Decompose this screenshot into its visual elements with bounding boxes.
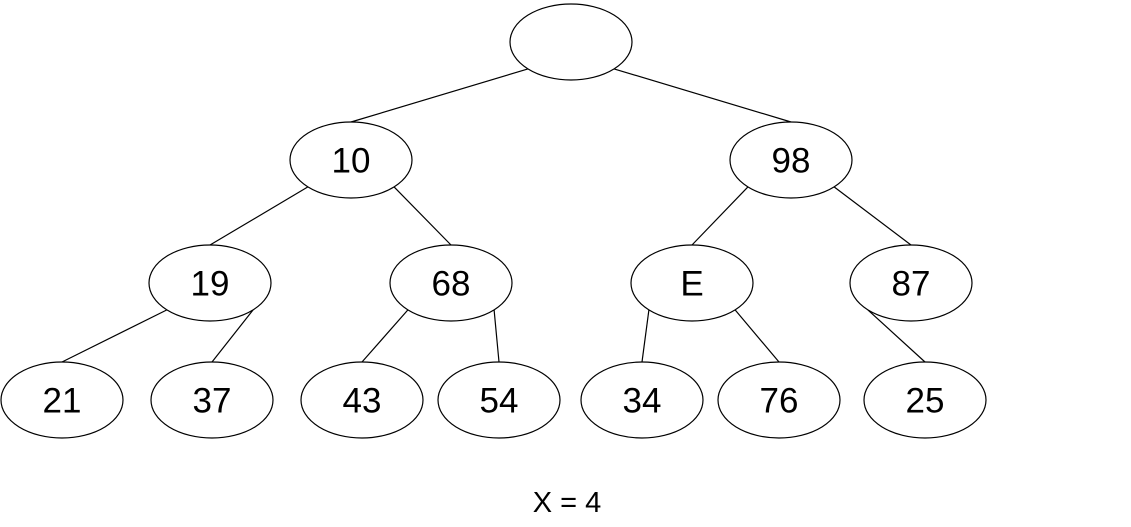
tree-edge-root-n10 [350, 68, 529, 123]
tree-node-ellipse-54 [437, 361, 561, 439]
tree-edge-n19-n21 [61, 309, 168, 363]
tree-edge-nE-n34 [641, 309, 650, 363]
tree-node-ellipse-34 [580, 361, 704, 439]
tree-node-ellipse-87 [849, 244, 973, 322]
tree-node-ellipse-98 [729, 121, 853, 199]
tree-edge-n19-n37 [211, 309, 254, 363]
tree-node-ellipse-21 [0, 361, 124, 439]
tree-node-label-68: 68 [432, 264, 471, 303]
tree-edge-n98-nE [691, 186, 749, 246]
tree-node-label-19: 19 [191, 264, 230, 303]
tree-node-ellipse-68 [389, 244, 513, 322]
tree-node-label-25: 25 [906, 381, 945, 420]
tree-edge-n68-n54 [493, 309, 500, 363]
tree-edge-n68-n43 [361, 309, 409, 363]
tree-edge-n98-n87 [833, 186, 912, 246]
tree-node-ellipse-25 [863, 361, 987, 439]
tree-node-label-10: 10 [332, 141, 371, 180]
tree-node-label-37: 37 [193, 381, 232, 420]
tree-edge-nE-n76 [734, 309, 780, 363]
tree-node-ellipse-37 [150, 361, 274, 439]
x-equals-caption: X = 4 [533, 487, 602, 519]
tree-node-label-34: 34 [623, 381, 662, 420]
tree-node-label-98: 98 [772, 141, 811, 180]
tree-node-label-E: E [680, 264, 703, 303]
tree-edge-root-n98 [613, 68, 792, 123]
tree-node-ellipse-10 [289, 121, 413, 199]
tree-node-label-21: 21 [43, 381, 82, 420]
tree-node-label-43: 43 [343, 381, 382, 420]
tree-node-ellipse-E [630, 244, 754, 322]
tree-edge-n87-n25 [867, 309, 926, 363]
tree-node-label-54: 54 [480, 381, 519, 420]
tree-node-ellipse-root [509, 3, 633, 81]
tree-node-label-76: 76 [760, 381, 799, 420]
tree-node-ellipse-76 [717, 361, 841, 439]
tree-node-ellipse-43 [300, 361, 424, 439]
tree-edge-n10-n19 [209, 186, 309, 246]
tree-node-label-87: 87 [892, 264, 931, 303]
tree-node-ellipse-19 [148, 244, 272, 322]
tree-edge-n10-n68 [393, 186, 452, 246]
